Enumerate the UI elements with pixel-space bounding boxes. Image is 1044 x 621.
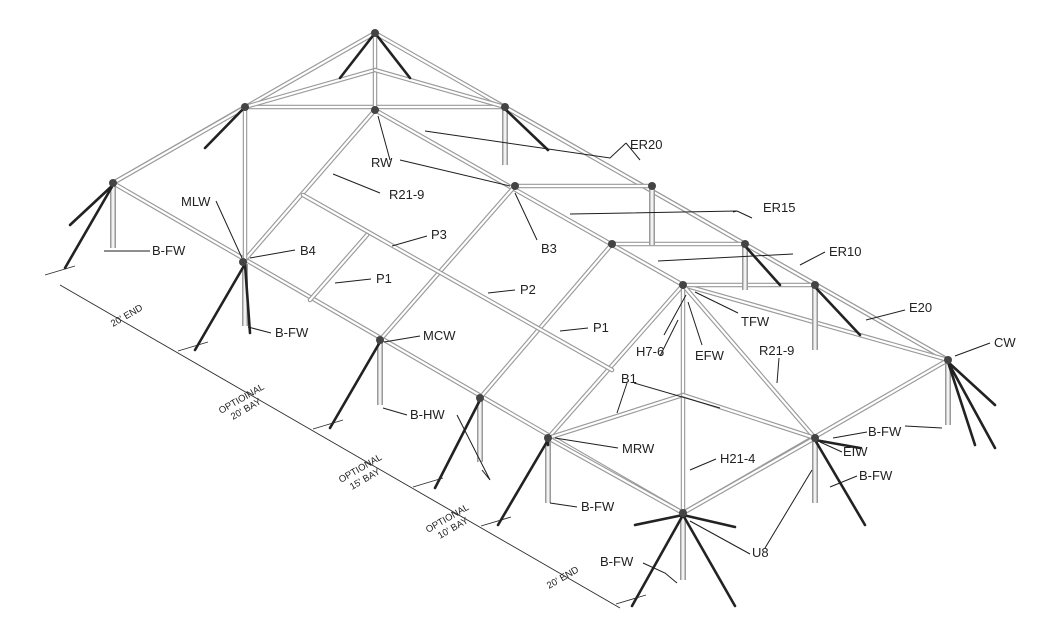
label-b-hw: B-HW bbox=[410, 407, 445, 422]
label-er20: ER20 bbox=[630, 137, 663, 152]
frame-tubes bbox=[110, 30, 951, 516]
label-p2: P2 bbox=[520, 282, 536, 297]
dimension-lines bbox=[44, 265, 647, 609]
guy-stakes bbox=[63, 31, 997, 608]
label-b-fw-3: B-FW bbox=[868, 424, 902, 439]
label-b-fw-6: B-FW bbox=[600, 554, 634, 569]
label-h7-6: H7-6 bbox=[636, 344, 664, 359]
label-mlw: MLW bbox=[181, 194, 211, 209]
label-b4: B4 bbox=[300, 243, 316, 258]
dimension-labels: 20' END OPTIOINAL 20' BAY OPTIONAL 15' B… bbox=[109, 302, 581, 591]
label-b-fw-4: B-FW bbox=[859, 468, 893, 483]
dim-label-end-1: 20' END bbox=[109, 302, 145, 329]
label-mrw: MRW bbox=[622, 441, 655, 456]
label-b-fw-1: B-FW bbox=[152, 243, 186, 258]
label-b-fw-5: B-FW bbox=[581, 499, 615, 514]
purlins bbox=[300, 192, 615, 373]
label-b3: B3 bbox=[541, 241, 557, 256]
label-u8: U8 bbox=[752, 545, 769, 560]
fittings bbox=[109, 29, 952, 517]
label-mcw: MCW bbox=[423, 328, 456, 343]
part-labels: ER20 RW R21-9 MLW ER15 B-FW B4 P3 B3 ER1… bbox=[152, 137, 1016, 569]
label-eiw: EIW bbox=[843, 444, 868, 459]
label-p1-a: P1 bbox=[376, 271, 392, 286]
label-er10: ER10 bbox=[829, 244, 862, 259]
label-b-fw-2: B-FW bbox=[275, 325, 309, 340]
end-rafters bbox=[110, 30, 951, 516]
posts bbox=[110, 109, 951, 580]
label-e20: E20 bbox=[909, 300, 932, 315]
dim-label-end-2: 20' END bbox=[545, 564, 581, 591]
label-p3: P3 bbox=[431, 227, 447, 242]
label-r21-9-front: R21-9 bbox=[759, 343, 794, 358]
label-r21-9-back: R21-9 bbox=[389, 187, 424, 202]
label-h21-4: H21-4 bbox=[720, 451, 755, 466]
label-cw: CW bbox=[994, 335, 1016, 350]
label-p1-b: P1 bbox=[593, 320, 609, 335]
label-tfw: TFW bbox=[741, 314, 770, 329]
back-truss bbox=[242, 67, 508, 265]
label-b1: B1 bbox=[621, 371, 637, 386]
leader-lines bbox=[104, 115, 991, 584]
label-efw: EFW bbox=[695, 348, 725, 363]
mid-rafters bbox=[240, 107, 818, 401]
label-rw: RW bbox=[371, 155, 393, 170]
ridge-tube bbox=[372, 30, 686, 288]
label-er15: ER15 bbox=[763, 200, 796, 215]
hip-tubes bbox=[545, 392, 818, 516]
